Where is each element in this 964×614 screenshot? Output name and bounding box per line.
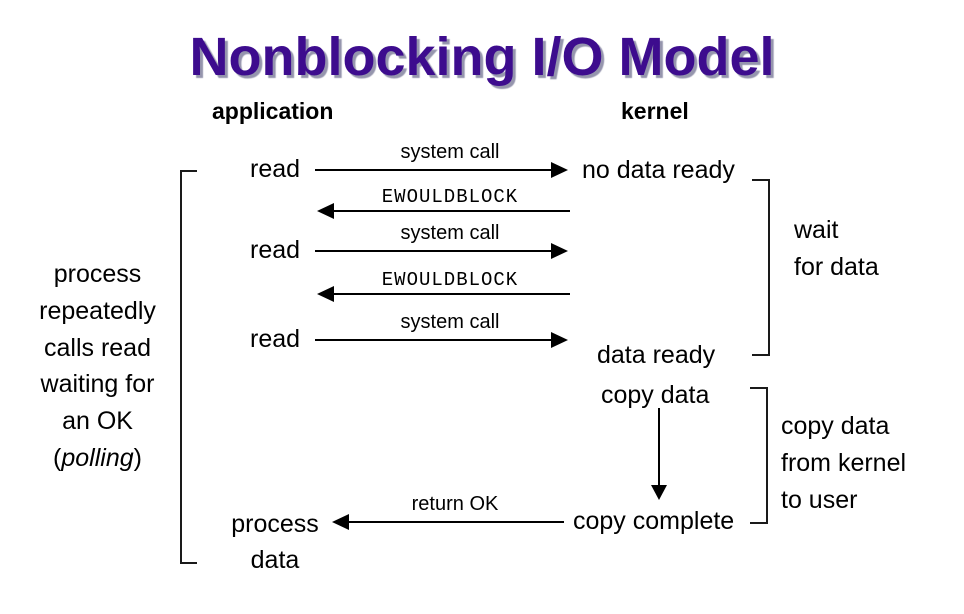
- ewouldblock-arrow-1: [317, 203, 570, 219]
- return-ok-arrow: [332, 514, 564, 530]
- copy-data-line-2: from kernel: [781, 448, 907, 477]
- polling-note-line-3: calls read: [44, 333, 151, 362]
- system-call-label-3: system call: [400, 311, 500, 333]
- ewouldblock-arrow-2: [317, 286, 570, 302]
- data-ready-label: data ready: [597, 341, 716, 369]
- copy-data-annotation: copy data from kernel to user: [781, 408, 906, 518]
- copy-data-label: copy data: [601, 381, 710, 409]
- no-data-ready-label: no data ready: [582, 156, 735, 184]
- ewouldblock-label-2: EWOULDBLOCK: [381, 269, 519, 291]
- system-call-label-2: system call: [400, 222, 500, 244]
- system-call-arrow-1: [315, 162, 568, 178]
- wait-for-data-line-1: wait: [794, 216, 839, 244]
- process-data-line-1: process: [231, 510, 319, 538]
- polling-note-line-4: waiting for: [40, 370, 155, 399]
- polling-word: polling: [61, 443, 134, 472]
- column-header-application: application: [212, 98, 334, 124]
- read-call-1: read: [250, 155, 301, 183]
- system-call-label-1: system call: [400, 141, 500, 163]
- copy-data-line-3: to user: [781, 485, 858, 514]
- copy-data-bracket: [750, 387, 768, 524]
- polling-note-line-2: repeatedly: [39, 296, 156, 325]
- polling-paren-open: (: [53, 443, 62, 472]
- polling-note-line-5: an OK: [62, 407, 133, 436]
- wait-for-data-annotation: wait for data: [794, 212, 879, 286]
- polling-note-line-6: (polling): [10, 440, 185, 477]
- polling-span-bracket: [180, 170, 197, 564]
- polling-note: process repeatedly calls read waiting fo…: [10, 256, 185, 477]
- return-ok-label: return OK: [411, 493, 499, 515]
- copy-data-line-1: copy data: [781, 412, 890, 440]
- polling-note-line-1: process: [53, 260, 142, 288]
- system-call-arrow-2: [315, 243, 568, 259]
- copy-progress-arrow: [651, 408, 667, 500]
- ewouldblock-label-1: EWOULDBLOCK: [381, 186, 519, 208]
- page-title: Nonblocking I/O Model: [189, 27, 775, 87]
- read-call-3: read: [250, 325, 301, 353]
- wait-for-data-line-2: for data: [794, 252, 879, 281]
- process-data-label: process data: [225, 506, 325, 578]
- copy-complete-label: copy complete: [573, 507, 735, 535]
- wait-for-data-bracket: [752, 179, 770, 356]
- polling-paren-close: ): [133, 443, 142, 472]
- column-header-kernel: kernel: [621, 98, 689, 124]
- read-call-2: read: [250, 236, 301, 264]
- system-call-arrow-3: [315, 332, 568, 348]
- process-data-line-2: data: [250, 546, 300, 574]
